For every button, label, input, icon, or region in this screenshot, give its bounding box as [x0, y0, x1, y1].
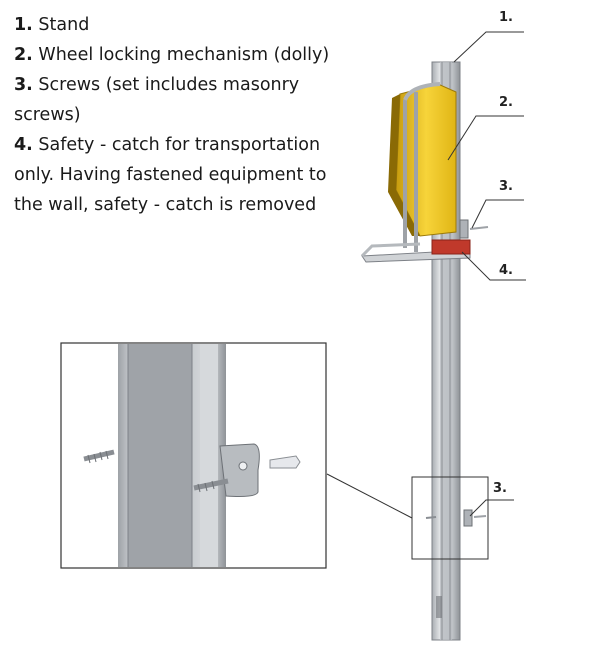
legend-text: Safety - catch for transportation only. … [14, 135, 327, 215]
legend-item-screws: 3. Screws (set includes masonry screws) [14, 70, 359, 130]
callout-catch: 4. [499, 263, 513, 278]
legend-list: 1. Stand 2. Wheel locking mechanism (dol… [14, 10, 359, 220]
callout-lines [447, 31, 526, 517]
callout-stand: 1. [499, 10, 513, 25]
callout-dolly: 2. [499, 95, 513, 110]
legend-number: 1. [14, 15, 33, 35]
screw-bottom [425, 509, 487, 527]
legend-number: 3. [14, 75, 33, 95]
legend-text: Screws (set includes masonry screws) [14, 75, 300, 125]
callout-screws-bottom: 3. [493, 481, 507, 496]
legend-number: 4. [14, 135, 33, 155]
legend-text: Wheel locking mechanism (dolly) [38, 45, 330, 65]
legend-text: Stand [38, 15, 90, 35]
legend-number: 2. [14, 45, 33, 65]
legend-item-stand: 1. Stand [14, 10, 359, 40]
legend-item-catch: 4. Safety - catch for transportation onl… [14, 130, 359, 220]
screw-top [459, 219, 489, 239]
safety-catch [431, 239, 471, 255]
callout-screws-top: 3. [499, 179, 513, 194]
zoom-connector [326, 473, 413, 519]
legend-item-dolly: 2. Wheel locking mechanism (dolly) [14, 40, 359, 70]
zoom-detail [60, 342, 327, 569]
